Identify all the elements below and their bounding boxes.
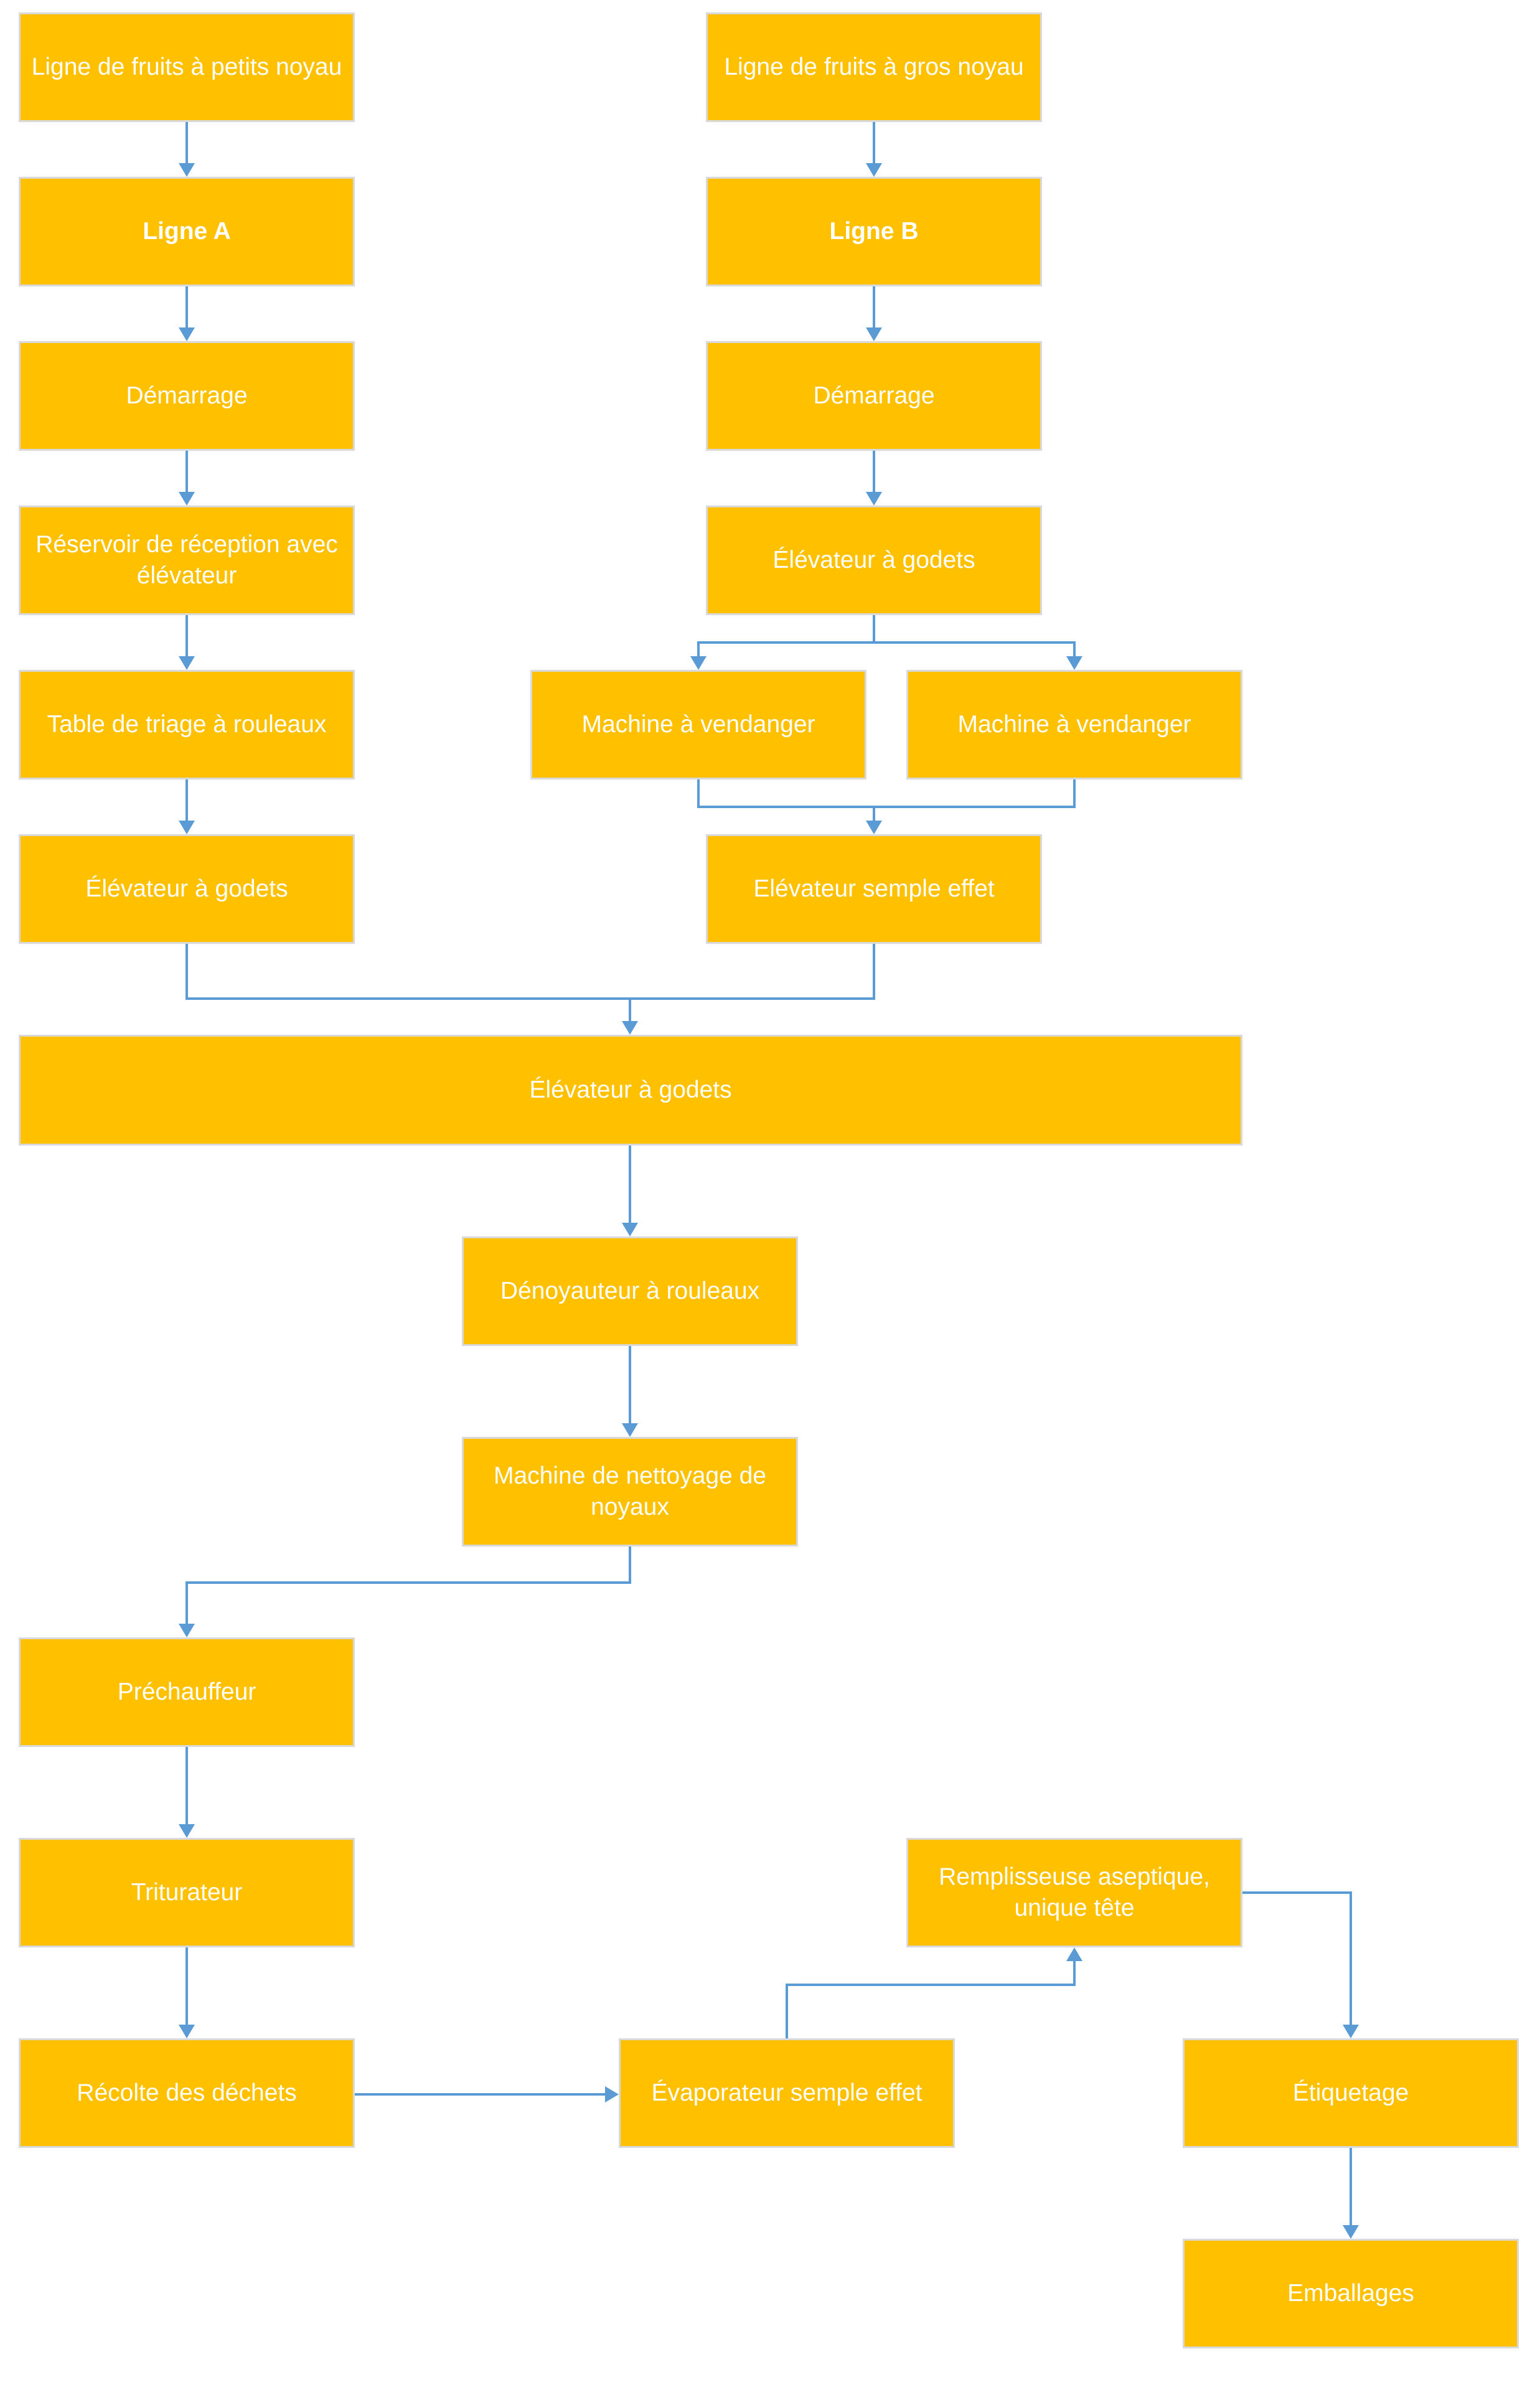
connector-n19-n22 [1241, 1891, 1352, 2025]
node-single-effect-evaporator: Évaporateur semple effet [619, 2038, 955, 2148]
node-label: Ligne A [143, 218, 231, 245]
arrowhead [1066, 656, 1082, 670]
arrowhead [690, 656, 707, 670]
node-label: Étiquetage [1292, 2079, 1409, 2106]
node-roller-sorting-table: Table de triage à rouleaux [19, 670, 355, 779]
node-labelling: Étiquetage [1183, 2038, 1519, 2148]
arrowhead [179, 2025, 195, 2038]
arrowhead [179, 1624, 195, 1637]
node-bucket-elevator-b: Élévateur à godets [706, 506, 1042, 615]
node-label: Évaporateur semple effet [651, 2079, 923, 2106]
node-label: Réservoir de réception avec élévateur [35, 531, 338, 589]
node-line-b: Ligne B [706, 177, 1042, 286]
arrowhead [605, 2086, 619, 2102]
arrowhead [866, 163, 882, 177]
connector-n16-n17 [185, 1546, 631, 1624]
node-roller-pitter: Dénoyauteur à rouleaux [462, 1236, 798, 1346]
node-pit-cleaning-machine: Machine de nettoyage de noyaux [462, 1437, 798, 1546]
node-label: Démarrage [813, 382, 935, 409]
node-label: Élévateur à godets [772, 547, 975, 573]
node-bucket-elevator-a: Élévateur à godets [19, 834, 355, 944]
connector-n21-n19 [786, 1961, 1076, 2038]
node-crusher: Triturateur [19, 1838, 355, 1947]
arrowhead [179, 492, 195, 506]
arrowhead [179, 821, 195, 834]
arrowhead [866, 327, 882, 341]
node-preheater: Préchauffeur [19, 1637, 355, 1747]
node-label: Machine à vendanger [581, 711, 815, 738]
arrowhead [1066, 1947, 1082, 1961]
arrowhead [1343, 2225, 1359, 2239]
node-harvester-1: Machine à vendanger [530, 670, 866, 779]
arrowhead [179, 163, 195, 177]
node-label: Machine de nettoyage de noyaux [494, 1462, 766, 1520]
node-packaging: Emballages [1183, 2239, 1519, 2348]
node-label: Ligne de fruits à gros noyau [724, 54, 1024, 80]
node-label: Récolte des déchets [77, 2079, 297, 2106]
connector-n8-n10 [697, 615, 875, 656]
arrowhead [622, 1021, 638, 1035]
node-line-a: Ligne A [19, 177, 355, 286]
node-label: Machine à vendanger [957, 711, 1191, 738]
node-label: Élévateur à godets [85, 875, 288, 902]
node-label: Démarrage [126, 382, 248, 409]
arrowhead [866, 821, 882, 834]
node-label: Table de triage à rouleaux [47, 711, 327, 738]
node-label: Dénoyauteur à rouleaux [500, 1278, 760, 1304]
node-label: Triturateur [131, 1879, 243, 1906]
node-start-a: Démarrage [19, 341, 355, 451]
connector-n10-n13 [697, 779, 1076, 808]
arrowhead [622, 1223, 638, 1236]
node-waste-collection: Récolte des déchets [19, 2038, 355, 2148]
node-label: Elévateur semple effet [753, 875, 995, 902]
node-harvester-2: Machine à vendanger [906, 670, 1242, 779]
node-large-stone-line: Ligne de fruits à gros noyau [706, 12, 1042, 122]
arrowhead [179, 656, 195, 670]
node-label: Ligne B [829, 218, 919, 245]
node-label: Préchauffeur [117, 1678, 256, 1705]
node-single-effect-elevator: Elévateur semple effet [706, 834, 1042, 944]
node-small-stone-line: Ligne de fruits à petits noyau [19, 12, 355, 122]
arrowhead [1343, 2025, 1359, 2038]
node-label: Ligne de fruits à petits noyau [31, 54, 342, 80]
arrowhead [866, 492, 882, 506]
node-start-b: Démarrage [706, 341, 1042, 451]
node-reception-tank: Réservoir de réception avec élévateur [19, 506, 355, 615]
node-aseptic-filler: Remplisseuse aseptique, unique tête [906, 1838, 1242, 1947]
node-label: Emballages [1287, 2280, 1414, 2307]
node-bucket-elevator-main: Élévateur à godets [19, 1035, 1242, 1146]
node-label: Remplisseuse aseptique, unique tête [939, 1863, 1210, 1921]
arrowhead [622, 1423, 638, 1437]
connector-n8-n11 [874, 641, 1076, 656]
node-label: Élévateur à godets [529, 1076, 732, 1103]
connector-n12-n14 [185, 944, 875, 1000]
arrowhead [179, 1824, 195, 1838]
arrowhead [179, 327, 195, 341]
